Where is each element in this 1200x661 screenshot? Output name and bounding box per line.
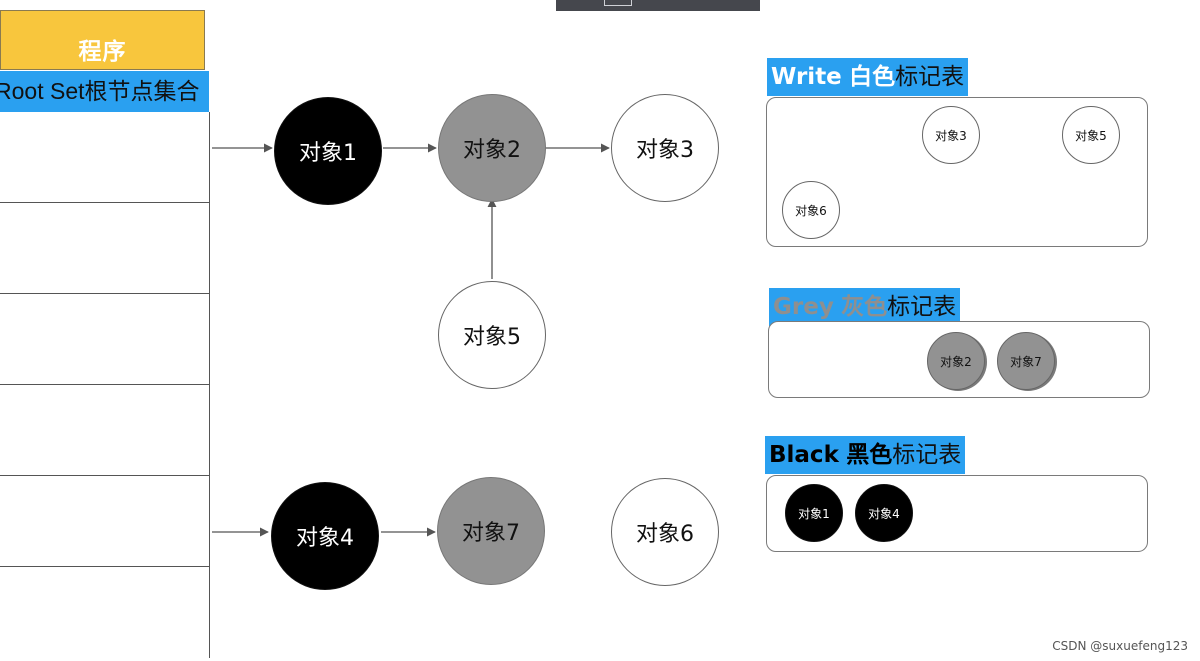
white-table-label-suffix: 标记表 <box>895 64 965 90</box>
black-table-item-label: 对象4 <box>868 506 900 521</box>
black-table-label-en: Black <box>769 442 839 468</box>
root-set-slot <box>0 385 210 476</box>
root-set-slot <box>0 294 210 385</box>
black-table-item-label: 对象1 <box>798 506 830 521</box>
node-obj5: 对象5 <box>438 281 546 389</box>
node-label: 对象6 <box>636 522 694 547</box>
grey-mark-table: 对象2 对象7 <box>768 321 1150 398</box>
node-label: 对象1 <box>299 141 357 166</box>
program-title: 程序 <box>78 39 127 65</box>
grey-table-item: 对象2 <box>927 332 985 390</box>
node-obj1: 对象1 <box>274 97 382 205</box>
node-label: 对象5 <box>463 325 521 350</box>
white-table-item: 对象3 <box>922 106 980 164</box>
root-set-slot <box>0 476 210 567</box>
black-table-label: Black 黑色标记表 <box>765 436 966 474</box>
top-toolbar-strip <box>556 0 760 11</box>
watermark: CSDN @suxuefeng123 <box>1052 639 1188 653</box>
grey-table-item-label: 对象2 <box>940 354 972 369</box>
black-table-item: 对象1 <box>785 484 843 542</box>
white-table-item: 对象6 <box>782 181 840 239</box>
white-table-item-label: 对象6 <box>795 203 827 218</box>
node-label: 对象3 <box>636 138 694 163</box>
grey-table-item-label: 对象7 <box>1010 354 1042 369</box>
black-table-label-color: 黑色 <box>846 442 893 468</box>
white-table-label-en: Write <box>771 64 842 90</box>
root-set-column <box>0 112 210 658</box>
grey-table-item: 对象7 <box>997 332 1055 390</box>
white-mark-table: 对象3 对象5 对象6 <box>766 97 1148 247</box>
node-label: 对象7 <box>462 521 520 546</box>
node-label: 对象4 <box>296 526 354 551</box>
node-label: 对象2 <box>463 138 521 163</box>
black-mark-table: 对象1 对象4 <box>766 475 1148 552</box>
grey-table-label-color: 灰色 <box>841 294 888 320</box>
toolbar-slot <box>604 0 632 6</box>
white-table-item-label: 对象5 <box>1075 128 1107 143</box>
white-table-label: Write 白色标记表 <box>767 58 969 96</box>
black-table-item: 对象4 <box>855 484 913 542</box>
black-table-label-suffix: 标记表 <box>892 442 962 468</box>
root-set-label: Root Set根节点集合 <box>0 71 209 112</box>
node-obj6: 对象6 <box>611 478 719 586</box>
node-obj4: 对象4 <box>271 482 379 590</box>
grey-table-label-suffix: 标记表 <box>887 294 957 320</box>
root-set-slot <box>0 112 210 203</box>
root-set-slot <box>0 203 210 294</box>
grey-table-label: Grey 灰色标记表 <box>769 288 961 326</box>
white-table-item-label: 对象3 <box>935 128 967 143</box>
white-table-label-color: 白色 <box>849 64 896 90</box>
node-obj7: 对象7 <box>437 477 545 585</box>
node-obj3: 对象3 <box>611 94 719 202</box>
white-table-item: 对象5 <box>1062 106 1120 164</box>
node-obj2: 对象2 <box>438 94 546 202</box>
grey-table-label-en: Grey <box>773 294 834 320</box>
program-header: 程序 <box>0 10 205 70</box>
